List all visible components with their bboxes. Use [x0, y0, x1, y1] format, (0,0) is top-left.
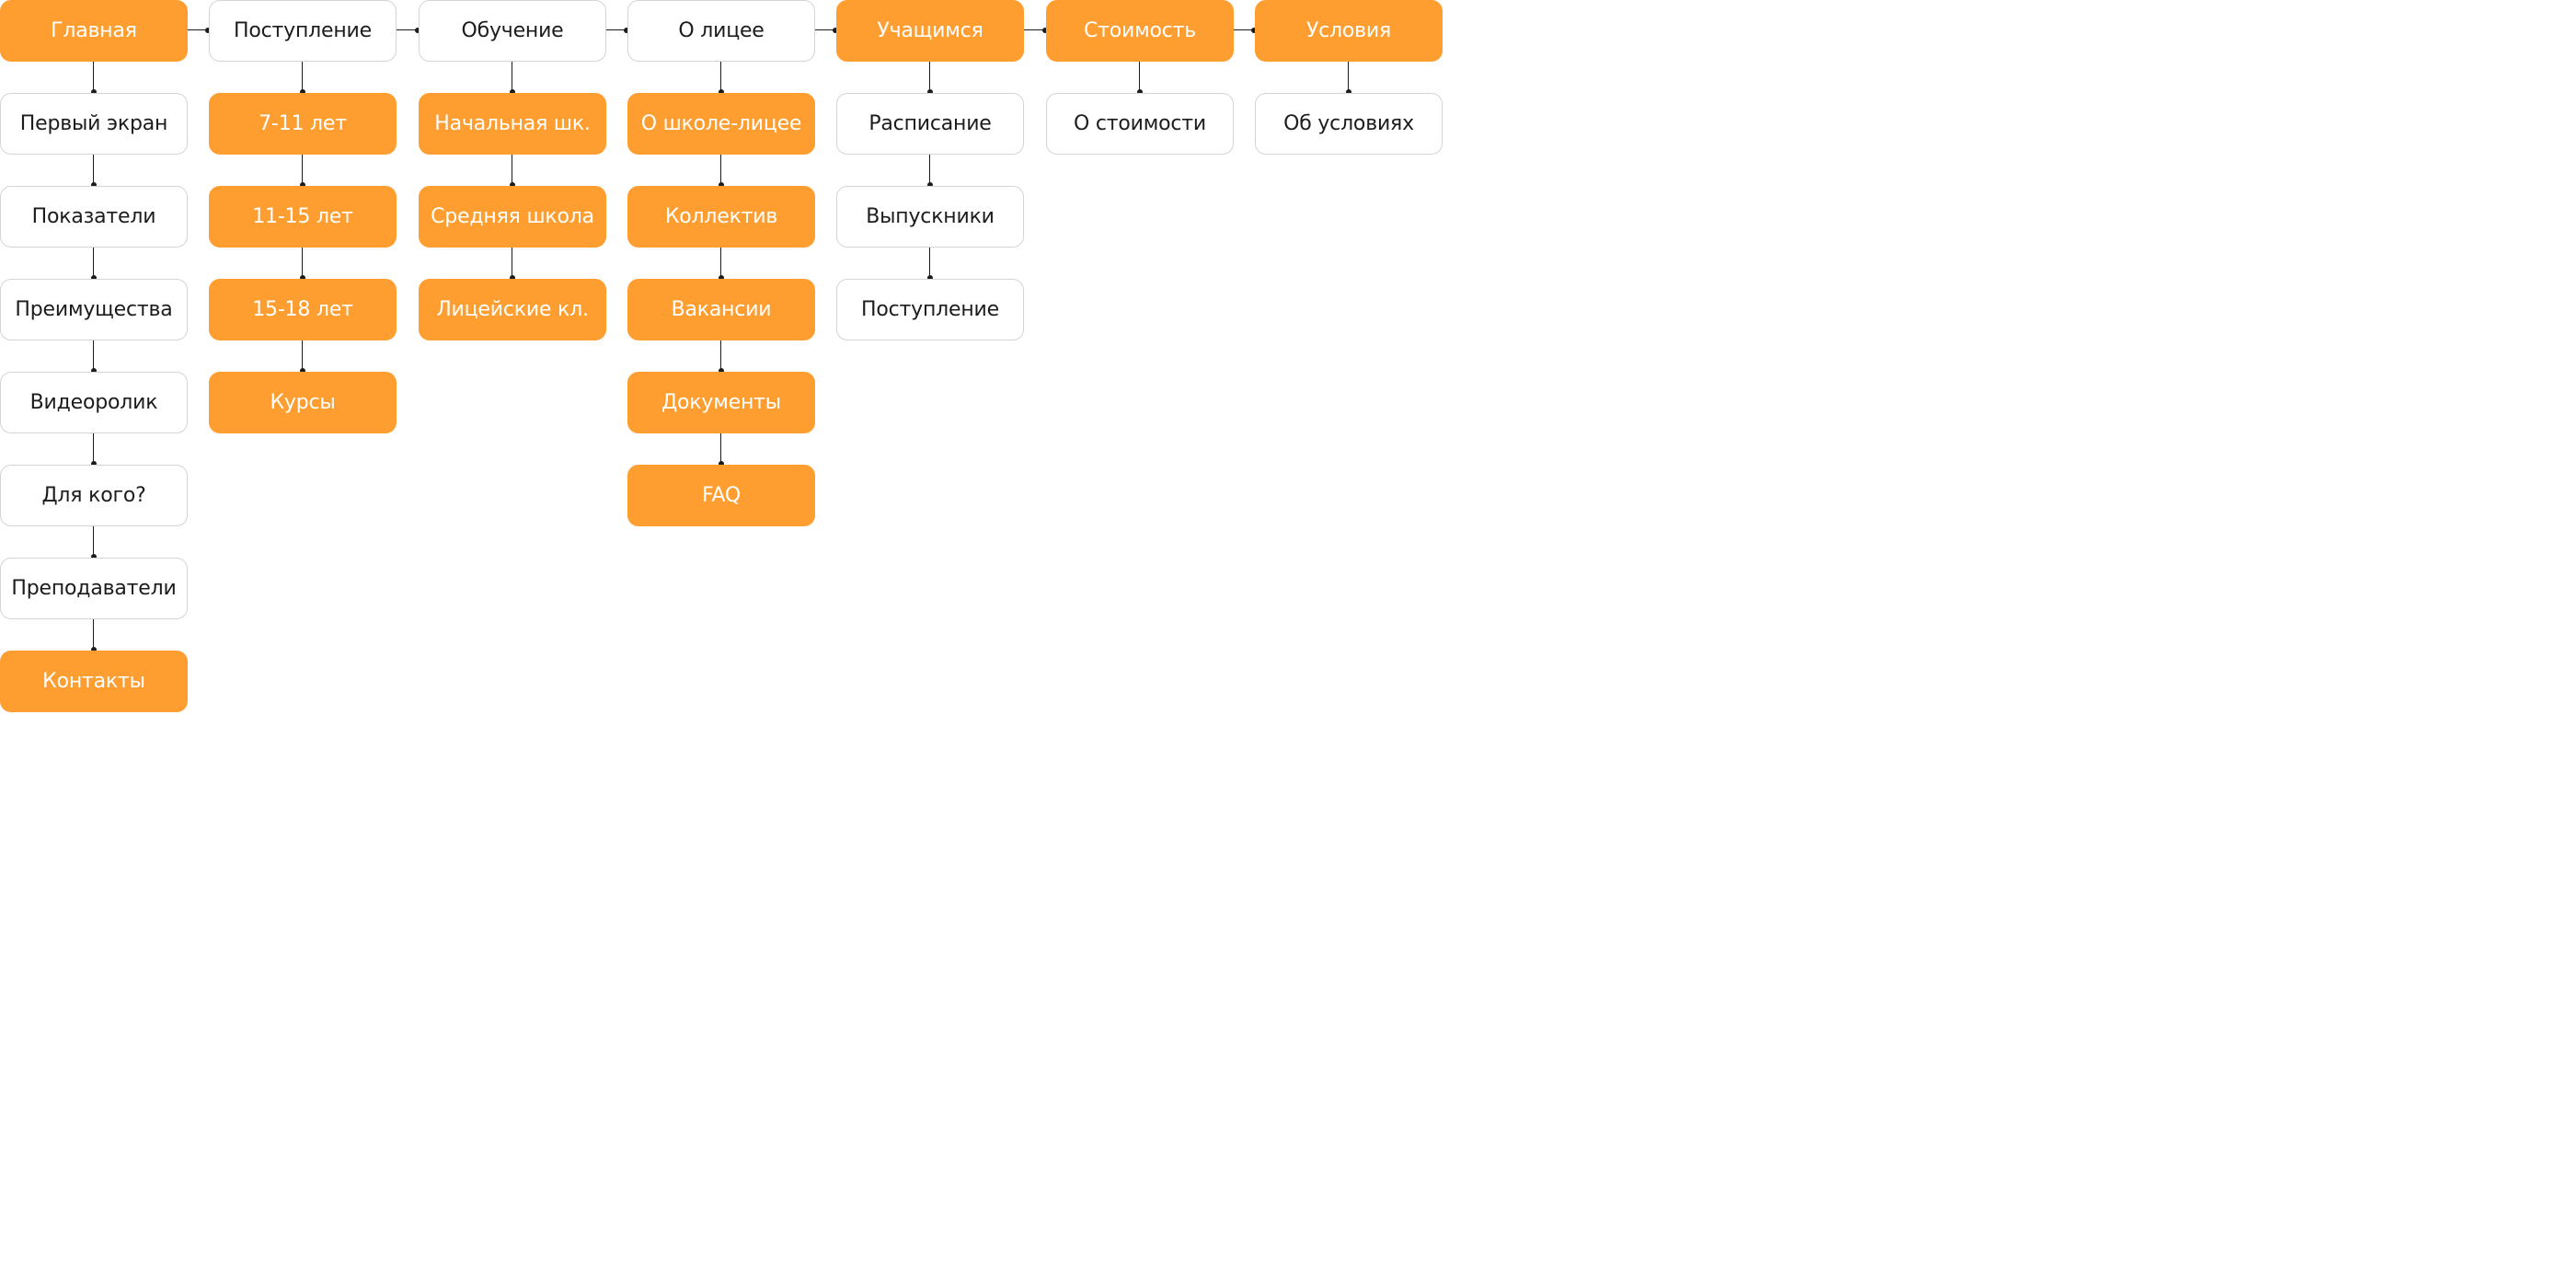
top-level-node: Условия [1255, 0, 1443, 62]
connector-dot [624, 28, 629, 33]
connector-line [93, 433, 94, 465]
connector-line [720, 155, 721, 186]
child-node: Начальная шк. [419, 93, 606, 155]
top-level-node: Учащимся [836, 0, 1024, 62]
child-node: О школе-лицее [627, 93, 815, 155]
child-node: FAQ [627, 465, 815, 526]
top-level-node: Обучение [419, 0, 606, 62]
connector-dot [719, 368, 724, 374]
connector-line [929, 248, 930, 279]
connector-line [93, 62, 94, 93]
child-node: О стоимости [1046, 93, 1234, 155]
connector-dot [91, 89, 97, 95]
connector-dot [719, 461, 724, 467]
horizontal-connector [188, 29, 209, 30]
connector-line [929, 155, 930, 186]
connector-dot [1346, 89, 1351, 95]
child-node: Курсы [209, 372, 397, 433]
child-node: Преподаватели [0, 558, 188, 619]
child-node: 15-18 лет [209, 279, 397, 340]
child-node: 7-11 лет [209, 93, 397, 155]
connector-dot [833, 28, 838, 33]
connector-dot [205, 28, 211, 33]
connector-dot [719, 89, 724, 95]
child-node: Коллектив [627, 186, 815, 248]
connector-dot [719, 182, 724, 188]
connector-dot [91, 182, 97, 188]
child-node: Средняя школа [419, 186, 606, 248]
connector-dot [415, 28, 420, 33]
connector-dot [1251, 28, 1257, 33]
child-node: Об условиях [1255, 93, 1443, 155]
connector-dot [510, 182, 515, 188]
connector-line [93, 155, 94, 186]
connector-line [720, 340, 721, 372]
connector-line [1348, 62, 1349, 93]
connector-line [720, 248, 721, 279]
connector-dot [300, 368, 305, 374]
connector-dot [1042, 28, 1048, 33]
child-node: Документы [627, 372, 815, 433]
child-node: Выпускники [836, 186, 1024, 248]
connector-dot [91, 368, 97, 374]
horizontal-connector [397, 29, 419, 30]
connector-line [720, 62, 721, 93]
top-level-node: Главная [0, 0, 188, 62]
connector-dot [510, 89, 515, 95]
child-node: Преимущества [0, 279, 188, 340]
connector-line [302, 62, 303, 93]
child-node: Показатели [0, 186, 188, 248]
connector-line [929, 62, 930, 93]
connector-line [93, 340, 94, 372]
child-node: Расписание [836, 93, 1024, 155]
child-node: Видеоролик [0, 372, 188, 433]
top-level-node: Поступление [209, 0, 397, 62]
child-node: Вакансии [627, 279, 815, 340]
connector-dot [91, 647, 97, 652]
connector-line [720, 433, 721, 465]
top-level-node: Стоимость [1046, 0, 1234, 62]
connector-line [93, 526, 94, 558]
connector-dot [300, 89, 305, 95]
connector-dot [91, 461, 97, 467]
connector-dot [927, 89, 933, 95]
connector-line [93, 619, 94, 651]
connector-line [93, 248, 94, 279]
horizontal-connector [815, 29, 836, 30]
connector-dot [927, 275, 933, 281]
connector-dot [927, 182, 933, 188]
child-node: 11-15 лет [209, 186, 397, 248]
top-level-node: О лицее [627, 0, 815, 62]
connector-dot [719, 275, 724, 281]
connector-dot [1137, 89, 1143, 95]
horizontal-connector [606, 29, 627, 30]
connector-line [1139, 62, 1140, 93]
child-node: Для кого? [0, 465, 188, 526]
connector-line [302, 248, 303, 279]
child-node: Контакты [0, 651, 188, 712]
connector-dot [510, 275, 515, 281]
child-node: Первый экран [0, 93, 188, 155]
connector-dot [91, 554, 97, 559]
child-node: Лицейские кл. [419, 279, 606, 340]
horizontal-connector [1024, 29, 1046, 30]
connector-dot [300, 275, 305, 281]
connector-line [302, 155, 303, 186]
connector-dot [300, 182, 305, 188]
child-node: Поступление [836, 279, 1024, 340]
connector-line [302, 340, 303, 372]
horizontal-connector [1234, 29, 1255, 30]
connector-dot [91, 275, 97, 281]
